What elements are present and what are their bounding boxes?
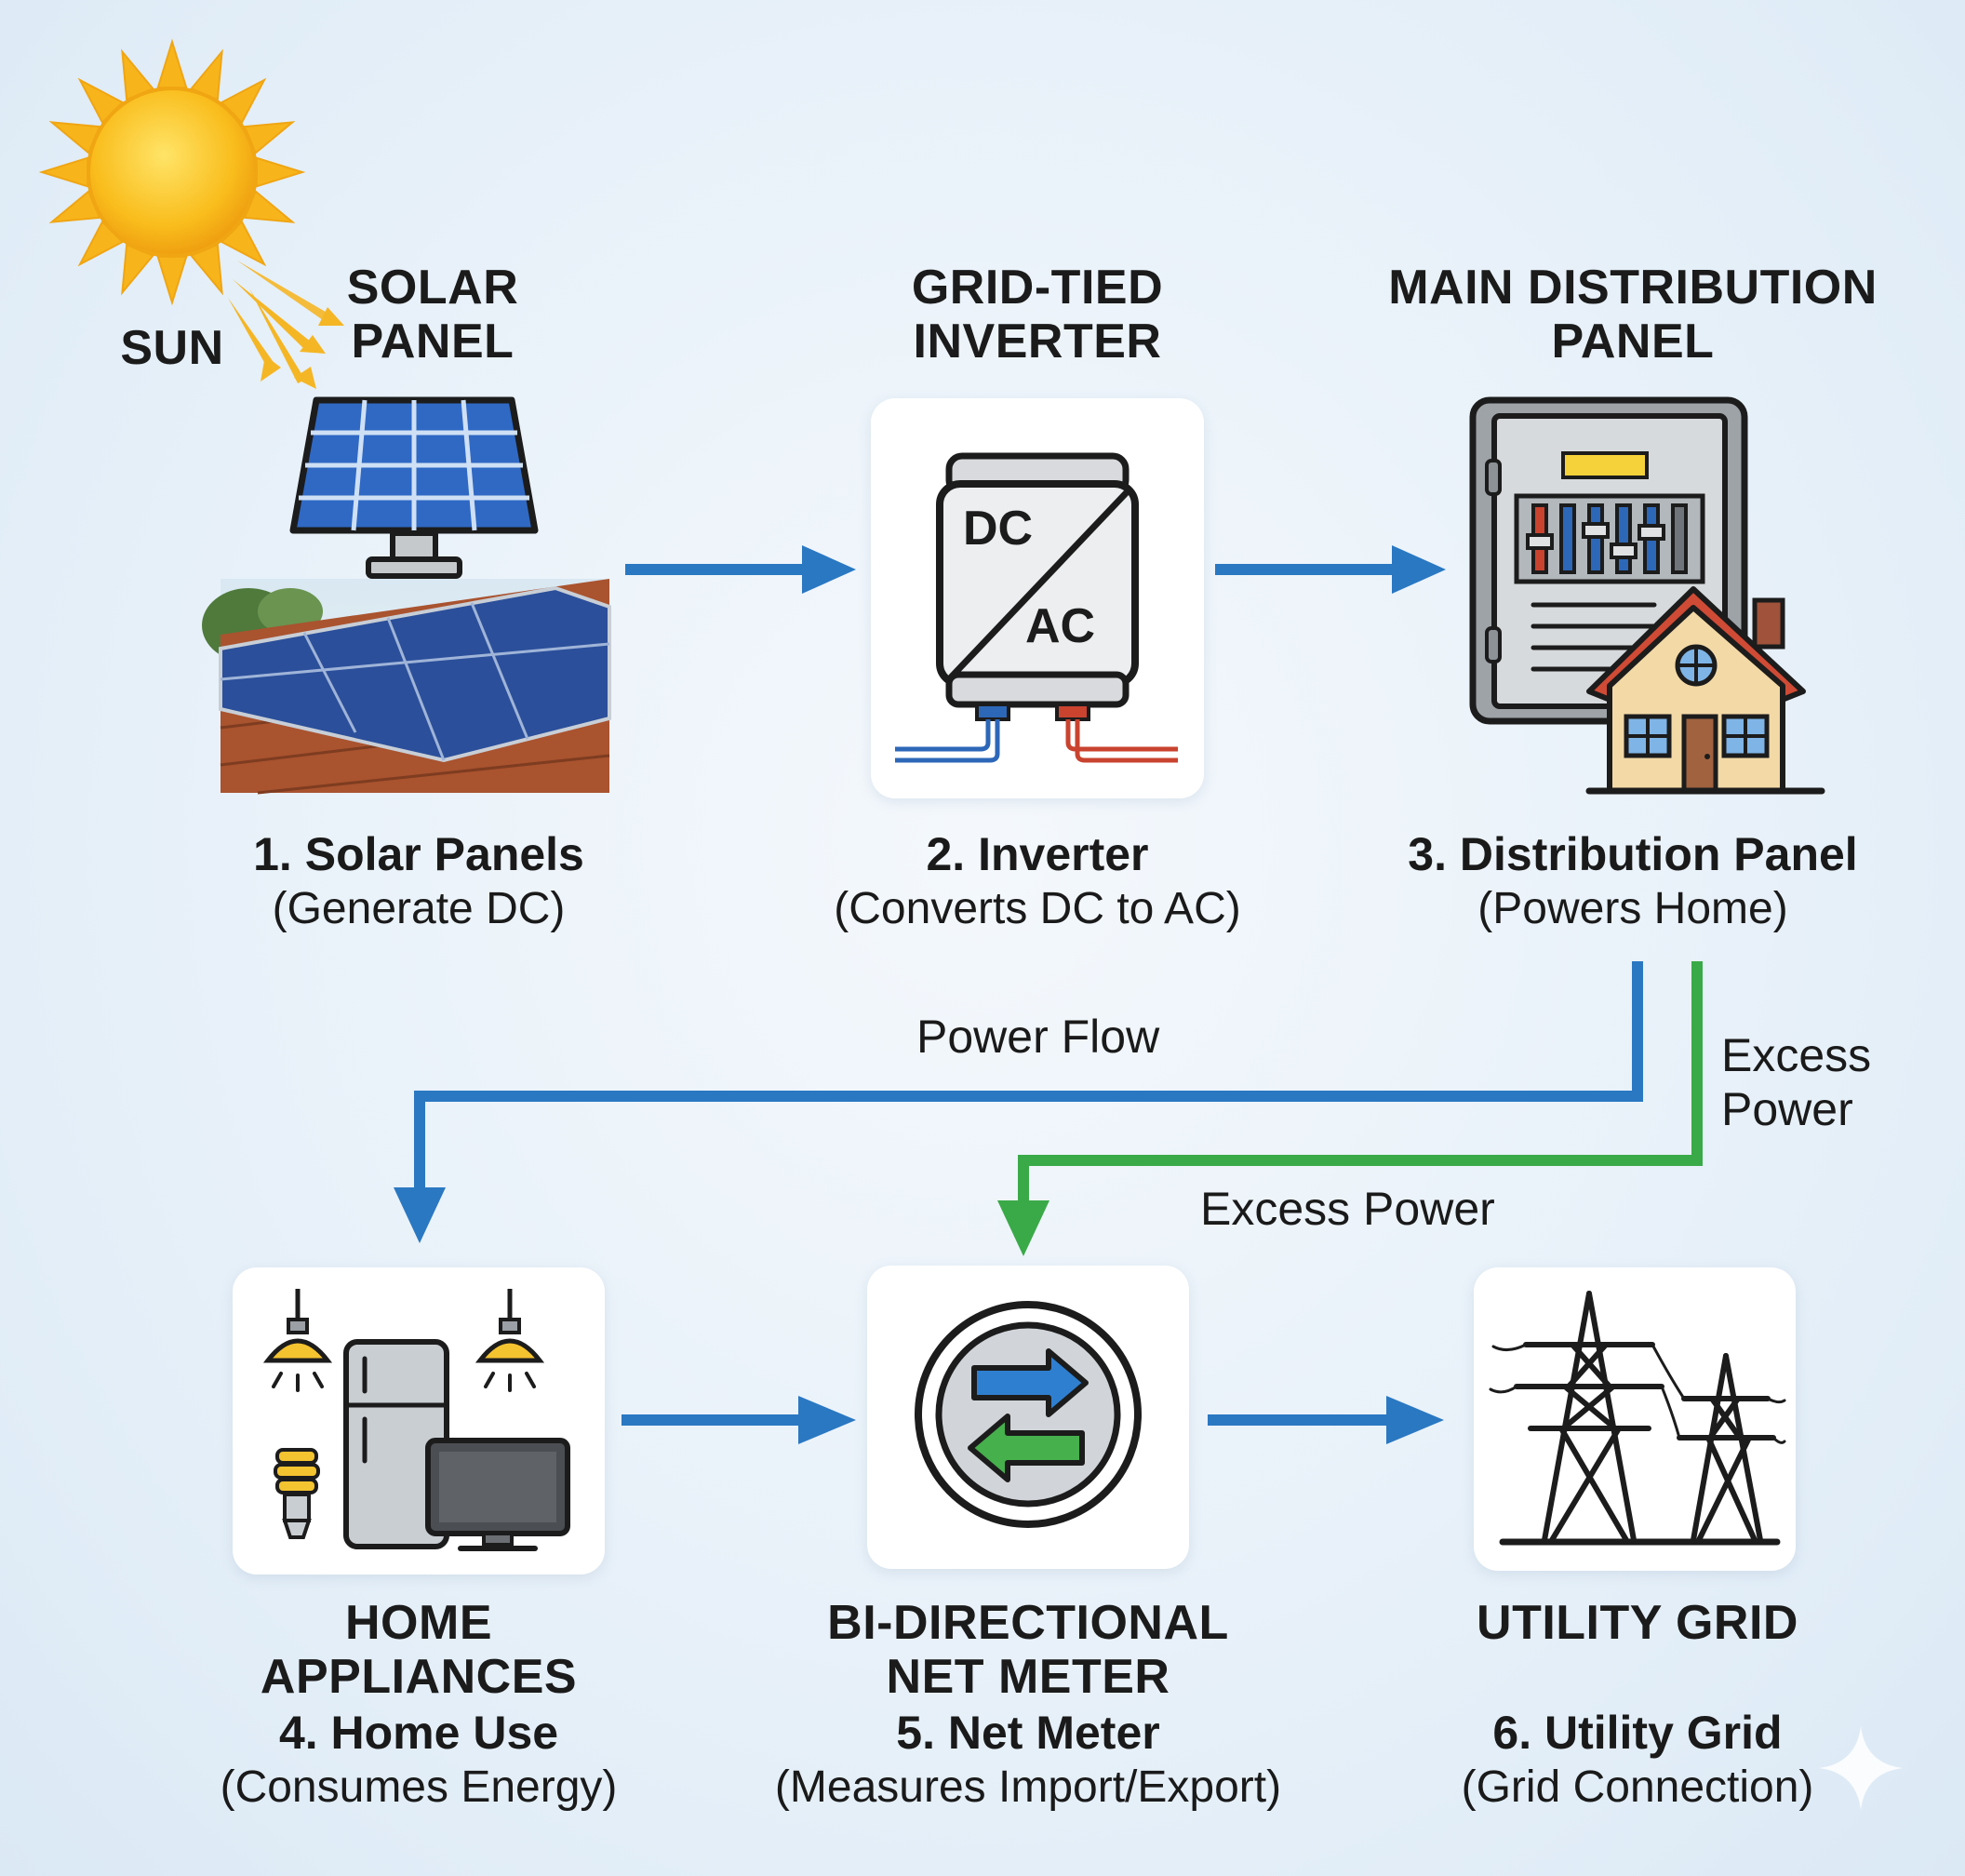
meter-caption: 5. Net Meter (Measures Import/Export) bbox=[726, 1705, 1330, 1815]
distribution-panel-heading: MAIN DISTRIBUTION PANEL bbox=[1388, 261, 1878, 368]
appliances-heading: HOME APPLIANCES bbox=[260, 1596, 578, 1704]
rooftop-solar-photo bbox=[202, 579, 611, 795]
grid-card bbox=[1474, 1267, 1796, 1571]
arrowhead-inverter-to-panel bbox=[1392, 545, 1446, 594]
appliances-subtitle: (Consumes Energy) bbox=[220, 1762, 618, 1812]
grid-heading: UTILITY GRID bbox=[1477, 1596, 1798, 1650]
solar-title: 1. Solar Panels bbox=[253, 828, 584, 880]
solar-panel-icon bbox=[289, 396, 539, 579]
sun-label: SUN bbox=[120, 321, 224, 375]
home-appliances-icon bbox=[262, 1289, 570, 1551]
meter-subtitle: (Measures Import/Export) bbox=[774, 1762, 1282, 1812]
arrowhead-excess-power bbox=[997, 1200, 1049, 1256]
inverter-subtitle: (Converts DC to AC) bbox=[834, 884, 1241, 933]
appliances-title: 4. Home Use bbox=[278, 1707, 559, 1759]
svg-text:AC: AC bbox=[1025, 599, 1095, 653]
grid-title: 6. Utility Grid bbox=[1492, 1707, 1783, 1759]
distribution-caption: 3. Distribution Panel (Powers Home) bbox=[1377, 826, 1889, 936]
solar-panel-heading: SOLAR PANEL bbox=[346, 261, 519, 368]
power-flow-label: Power Flow bbox=[916, 1011, 1160, 1063]
excess-power-side-label: Excess Power bbox=[1721, 1029, 1872, 1135]
power-tower-icon bbox=[1489, 1291, 1786, 1546]
distribution-panel-icon bbox=[1469, 396, 1825, 795]
distribution-title: 3. Distribution Panel bbox=[1408, 828, 1858, 880]
solar-caption: 1. Solar Panels (Generate DC) bbox=[205, 826, 633, 936]
inverter-icon: DC AC bbox=[895, 452, 1178, 763]
arrowhead-appliances-to-meter bbox=[798, 1396, 856, 1444]
meter-heading: BI-DIRECTIONAL NET METER bbox=[827, 1596, 1229, 1704]
svg-text:DC: DC bbox=[963, 502, 1033, 556]
net-meter-icon bbox=[915, 1301, 1142, 1528]
sun-icon bbox=[38, 38, 306, 306]
meter-title: 5. Net Meter bbox=[896, 1707, 1160, 1759]
solar-subtitle: (Generate DC) bbox=[272, 884, 566, 933]
excess-power-label: Excess Power bbox=[1200, 1183, 1495, 1235]
grid-caption: 6. Utility Grid (Grid Connection) bbox=[1414, 1705, 1861, 1815]
distribution-subtitle: (Powers Home) bbox=[1477, 884, 1788, 933]
sun-rays-icon bbox=[228, 261, 344, 389]
inverter-caption: 2. Inverter (Converts DC to AC) bbox=[791, 826, 1284, 936]
arrowhead-meter-to-grid bbox=[1386, 1396, 1444, 1444]
arrowhead-solar-to-inverter bbox=[802, 545, 856, 594]
inverter-heading: GRID-TIED INVERTER bbox=[911, 261, 1164, 368]
appliances-caption: 4. Home Use (Consumes Energy) bbox=[186, 1705, 651, 1815]
power-flow-line bbox=[414, 961, 1643, 1198]
inverter-title: 2. Inverter bbox=[926, 828, 1149, 880]
arrowhead-power-flow bbox=[394, 1187, 446, 1243]
excess-power-line bbox=[1018, 961, 1703, 1210]
sparkle-icon bbox=[1819, 1726, 1903, 1810]
grid-subtitle: (Grid Connection) bbox=[1461, 1762, 1814, 1812]
